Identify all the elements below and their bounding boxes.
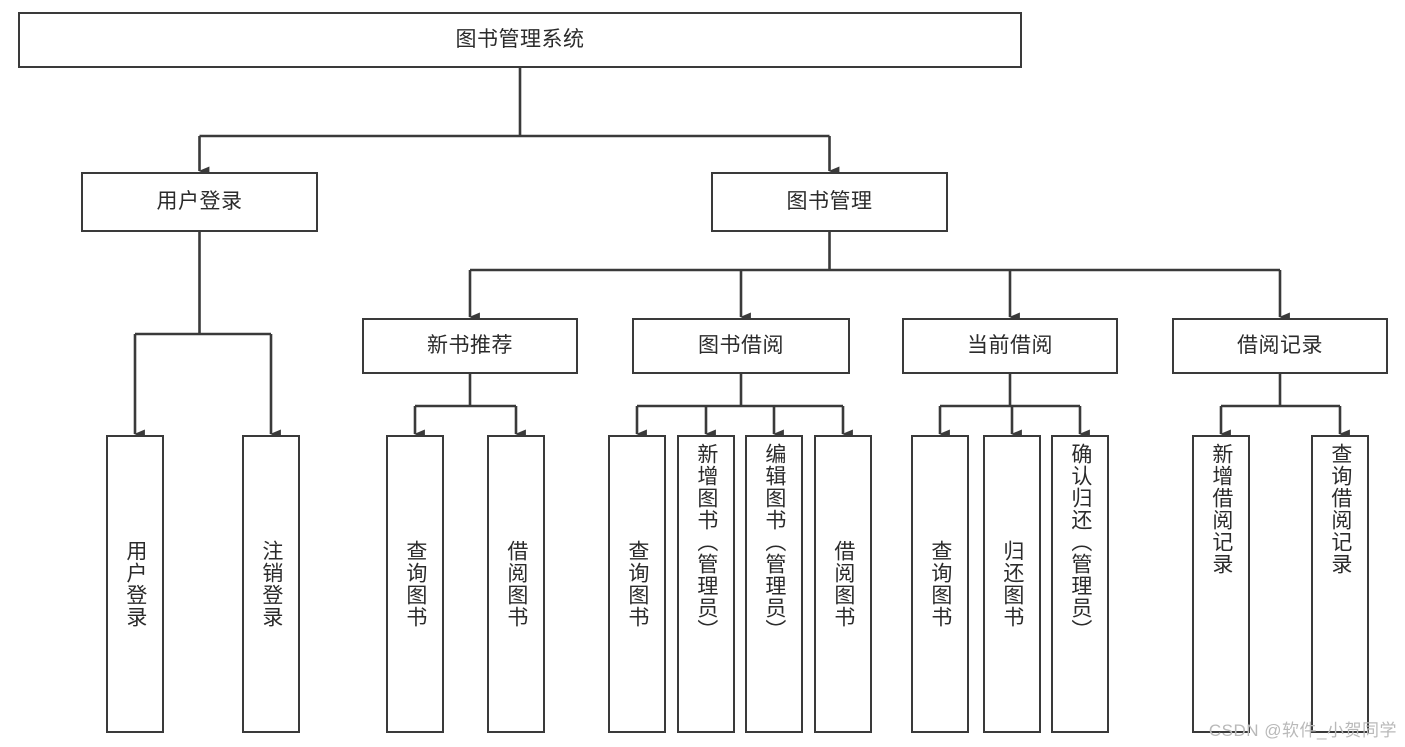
leaf-node-归还图书-9: 归还图书 [983,435,1041,733]
leaf-node-用户登录-0: 用户登录 [106,435,164,733]
node-label: 新增图书（管理员） [694,443,718,641]
level3-node-图书借阅-1: 图书借阅 [632,318,850,374]
level2-node-图书管理-1: 图书管理 [711,172,948,232]
watermark-text: CSDN @软件_小贺同学 [1208,721,1397,740]
leaf-node-查询借阅记录-12: 查询借阅记录 [1311,435,1369,733]
level3-node-当前借阅-2: 当前借阅 [902,318,1118,374]
leaf-node-新增借阅记录-11: 新增借阅记录 [1192,435,1250,733]
leaf-node-新增图书管理员-5: 新增图书（管理员） [677,435,735,733]
node-label: 编辑图书（管理员） [762,443,786,641]
node-label: 查询图书 [625,540,649,628]
node-label: 归还图书 [1000,540,1024,628]
leaf-node-查询图书-2: 查询图书 [386,435,444,733]
node-label: 注销登录 [259,540,283,628]
node-label: 查询图书 [928,540,952,628]
level3-node-借阅记录-3: 借阅记录 [1172,318,1388,374]
node-label: 借阅图书 [504,540,528,628]
leaf-node-查询图书-8: 查询图书 [911,435,969,733]
node-label: 新增借阅记录 [1209,443,1233,575]
level3-node-新书推荐-0: 新书推荐 [362,318,578,374]
leaf-node-借阅图书-7: 借阅图书 [814,435,872,733]
node-label: 用户登录 [123,540,147,628]
node-label: 新书推荐 [427,334,513,358]
node-label: 图书管理 [786,190,873,214]
node-label: 用户登录 [156,190,243,214]
node-label: 查询借阅记录 [1328,443,1352,575]
leaf-node-编辑图书管理员-6: 编辑图书（管理员） [745,435,803,733]
leaf-node-注销登录-1: 注销登录 [242,435,300,733]
level2-node-用户登录-0: 用户登录 [81,172,318,232]
node-label: 当前借阅 [967,334,1053,358]
leaf-node-借阅图书-3: 借阅图书 [487,435,545,733]
node-label: 查询图书 [403,540,427,628]
leaf-node-查询图书-4: 查询图书 [608,435,666,733]
root-node-图书管理系统: 图书管理系统 [18,12,1022,68]
node-label: 图书借阅 [698,334,784,358]
node-label: 确认归还（管理员） [1068,443,1092,641]
node-label: 借阅记录 [1237,334,1323,358]
leaf-node-确认归还管理员-10: 确认归还（管理员） [1051,435,1109,733]
node-label: 借阅图书 [831,540,855,628]
node-label: 图书管理系统 [455,28,585,52]
